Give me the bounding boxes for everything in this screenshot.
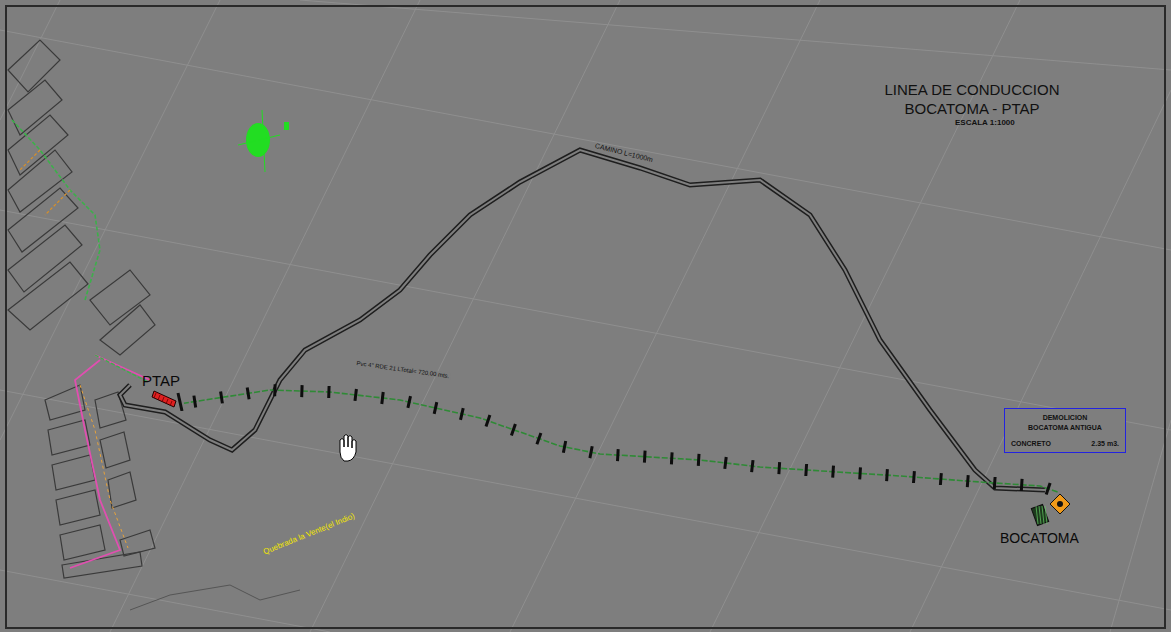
chainage-tick xyxy=(697,454,701,466)
chainage-tick xyxy=(382,392,383,404)
intake-label: BOCATOMA xyxy=(998,530,1081,546)
pipeline xyxy=(184,384,1058,494)
intake-structure: BOCATOMA xyxy=(998,492,1081,546)
table-heading: DEMOLICION BOCATOMA ANTIGUA xyxy=(1011,413,1119,433)
chainage-tick xyxy=(885,469,889,481)
chainage-tick xyxy=(537,433,541,444)
chainage-tick xyxy=(616,449,620,461)
chainage-tick xyxy=(511,424,515,435)
chainage-tick xyxy=(327,386,330,398)
chainage-tick xyxy=(939,473,943,485)
chainage-tick xyxy=(858,467,862,479)
chainage-tick xyxy=(1046,483,1050,494)
road-label: CAMINO L=1000m xyxy=(594,142,653,163)
chainage-tick xyxy=(912,471,916,483)
scale-note: ESCALA 1:1000 xyxy=(955,118,1015,127)
table-row: CONCRETO 2.35 m3. xyxy=(1011,440,1119,447)
treatment-plant: PTAP xyxy=(140,372,184,411)
network-line xyxy=(70,355,150,568)
chainage-tick xyxy=(831,466,835,478)
drawing-title: LINEA DE CONDUCCION BOCATOMA - PTAP xyxy=(872,80,1072,118)
stream-line xyxy=(130,585,300,610)
chainage-tick xyxy=(273,384,276,396)
chainage-tick xyxy=(670,452,674,464)
plant-symbol xyxy=(140,389,184,411)
chainage-tick xyxy=(247,387,249,399)
chainage-tick xyxy=(725,457,726,469)
chainage-tick xyxy=(300,385,303,397)
chainage-tick xyxy=(194,396,196,408)
chainage-tick xyxy=(221,392,223,404)
road-inner xyxy=(120,150,1045,490)
chainage-tick xyxy=(752,460,753,472)
plant-label: PTAP xyxy=(140,372,184,389)
chainage-tick xyxy=(966,475,970,487)
network-line xyxy=(20,150,70,215)
table-cell: CONCRETO xyxy=(1011,440,1051,447)
intake-symbol xyxy=(998,492,1078,530)
chainage-tick xyxy=(993,477,997,489)
chainage-tick xyxy=(643,451,647,463)
pipe-spec-label: Pvc 4" RDE 21 LTotal= 720.00 mts. xyxy=(355,360,450,379)
tree-symbol xyxy=(238,110,289,172)
chainage-tick xyxy=(1020,479,1024,491)
chainage-tick xyxy=(777,462,781,474)
chainage-tick xyxy=(590,446,592,458)
pipe-line xyxy=(184,390,1058,492)
road xyxy=(120,150,1045,490)
stream-label: Quebrada la Vente(el Indio) xyxy=(262,511,356,556)
chainage-tick xyxy=(355,389,356,401)
chainage-tick xyxy=(461,408,464,420)
chainage-tick xyxy=(563,441,565,453)
chainage-tick xyxy=(486,415,490,426)
hand-cursor xyxy=(340,435,356,462)
chainage-tick xyxy=(804,464,808,476)
chainage-tick xyxy=(408,396,411,408)
table-cell: 2.35 m3. xyxy=(1091,440,1119,447)
network-line xyxy=(95,355,148,382)
demolition-table: DEMOLICION BOCATOMA ANTIGUA CONCRETO 2.35 … xyxy=(1004,408,1126,453)
network-line xyxy=(80,385,128,548)
sheet-frame xyxy=(6,6,1165,628)
network-line xyxy=(12,120,100,300)
chainage-tick xyxy=(434,402,437,414)
town-blocks xyxy=(8,40,155,578)
